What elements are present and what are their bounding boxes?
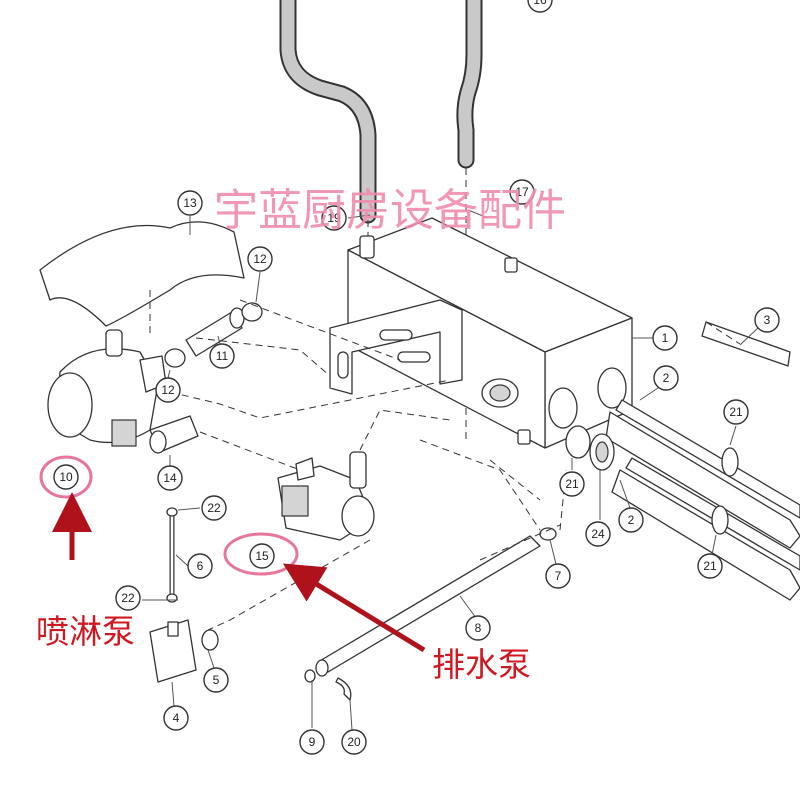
svg-text:8: 8 [475, 621, 482, 635]
callout-5: 5 [203, 667, 229, 693]
pump-hose [164, 302, 263, 368]
svg-text:6: 6 [197, 559, 204, 573]
svg-text:12: 12 [161, 383, 175, 397]
svg-text:2: 2 [663, 371, 670, 385]
svg-text:1: 1 [662, 331, 669, 345]
shop-watermark: 宇蓝厨房设备配件 [214, 185, 566, 236]
callout-12: 12 [247, 246, 273, 272]
shaft-assembly [304, 527, 557, 701]
svg-text:16: 16 [533, 0, 547, 7]
callout-21: 21 [697, 553, 723, 579]
callout-22: 22 [201, 495, 227, 521]
callout-leaders [142, 209, 761, 731]
svg-text:21: 21 [729, 405, 743, 419]
callout-16: 16 [527, 0, 553, 13]
svg-text:21: 21 [703, 559, 717, 573]
svg-text:12: 12 [253, 252, 267, 266]
splash-cover-sheet [39, 221, 245, 335]
svg-text:22: 22 [121, 591, 135, 605]
spray-pump-label: 喷淋泵 [36, 612, 135, 651]
callout-15: 15 [249, 543, 275, 569]
connector-pipe [149, 415, 199, 454]
level-sensor [149, 619, 219, 683]
callout-13: 13 [177, 190, 203, 216]
callout-22: 22 [115, 585, 141, 611]
svg-text:15: 15 [255, 549, 269, 563]
callout-17: 17 [509, 179, 535, 205]
svg-text:20: 20 [347, 735, 361, 749]
callout-2: 2 [618, 507, 644, 533]
svg-text:22: 22 [207, 501, 221, 515]
callout-10: 10 [53, 464, 79, 490]
callout-21: 21 [559, 471, 585, 497]
svg-text:13: 13 [183, 196, 197, 210]
svg-text:17: 17 [515, 185, 529, 199]
callout-12: 12 [155, 377, 181, 403]
callout-7: 7 [545, 563, 571, 589]
drain-pump [277, 451, 375, 541]
drain-pump-label: 排水泵 [432, 645, 531, 684]
callout-6: 6 [187, 553, 213, 579]
callout-19: 19 [321, 205, 347, 231]
callout-4: 4 [163, 705, 189, 731]
drain-hose-pipes [279, 0, 483, 440]
svg-text:14: 14 [163, 471, 177, 485]
callout-8: 8 [465, 615, 491, 641]
svg-text:3: 3 [764, 313, 771, 327]
svg-text:21: 21 [565, 477, 579, 491]
svg-text:24: 24 [591, 527, 605, 541]
rod-assembly [166, 507, 178, 603]
svg-text:9: 9 [309, 735, 316, 749]
callout-2: 2 [653, 365, 679, 391]
callout-21: 21 [723, 399, 749, 425]
spray-pump [47, 329, 167, 447]
heating-elements [565, 321, 800, 601]
annotation-arrow-drain-pump [282, 563, 426, 653]
callout-20: 20 [341, 729, 367, 755]
callout-9: 9 [299, 729, 325, 755]
highlight-ring-drain-pump [223, 532, 299, 576]
callout-3: 3 [754, 307, 780, 333]
svg-text:2: 2 [628, 513, 635, 527]
svg-text:19: 19 [327, 211, 341, 225]
callout-11: 11 [209, 343, 235, 369]
svg-text:4: 4 [173, 711, 180, 725]
pump-bracket [329, 299, 463, 395]
svg-text:7: 7 [555, 569, 562, 583]
svg-text:5: 5 [213, 673, 220, 687]
assembly-guide-lines [169, 299, 741, 631]
svg-text:11: 11 [216, 349, 229, 363]
callout-24: 24 [585, 521, 611, 547]
callout-14: 14 [157, 465, 183, 491]
svg-text:10: 10 [59, 470, 73, 484]
callout-1: 1 [652, 325, 678, 351]
